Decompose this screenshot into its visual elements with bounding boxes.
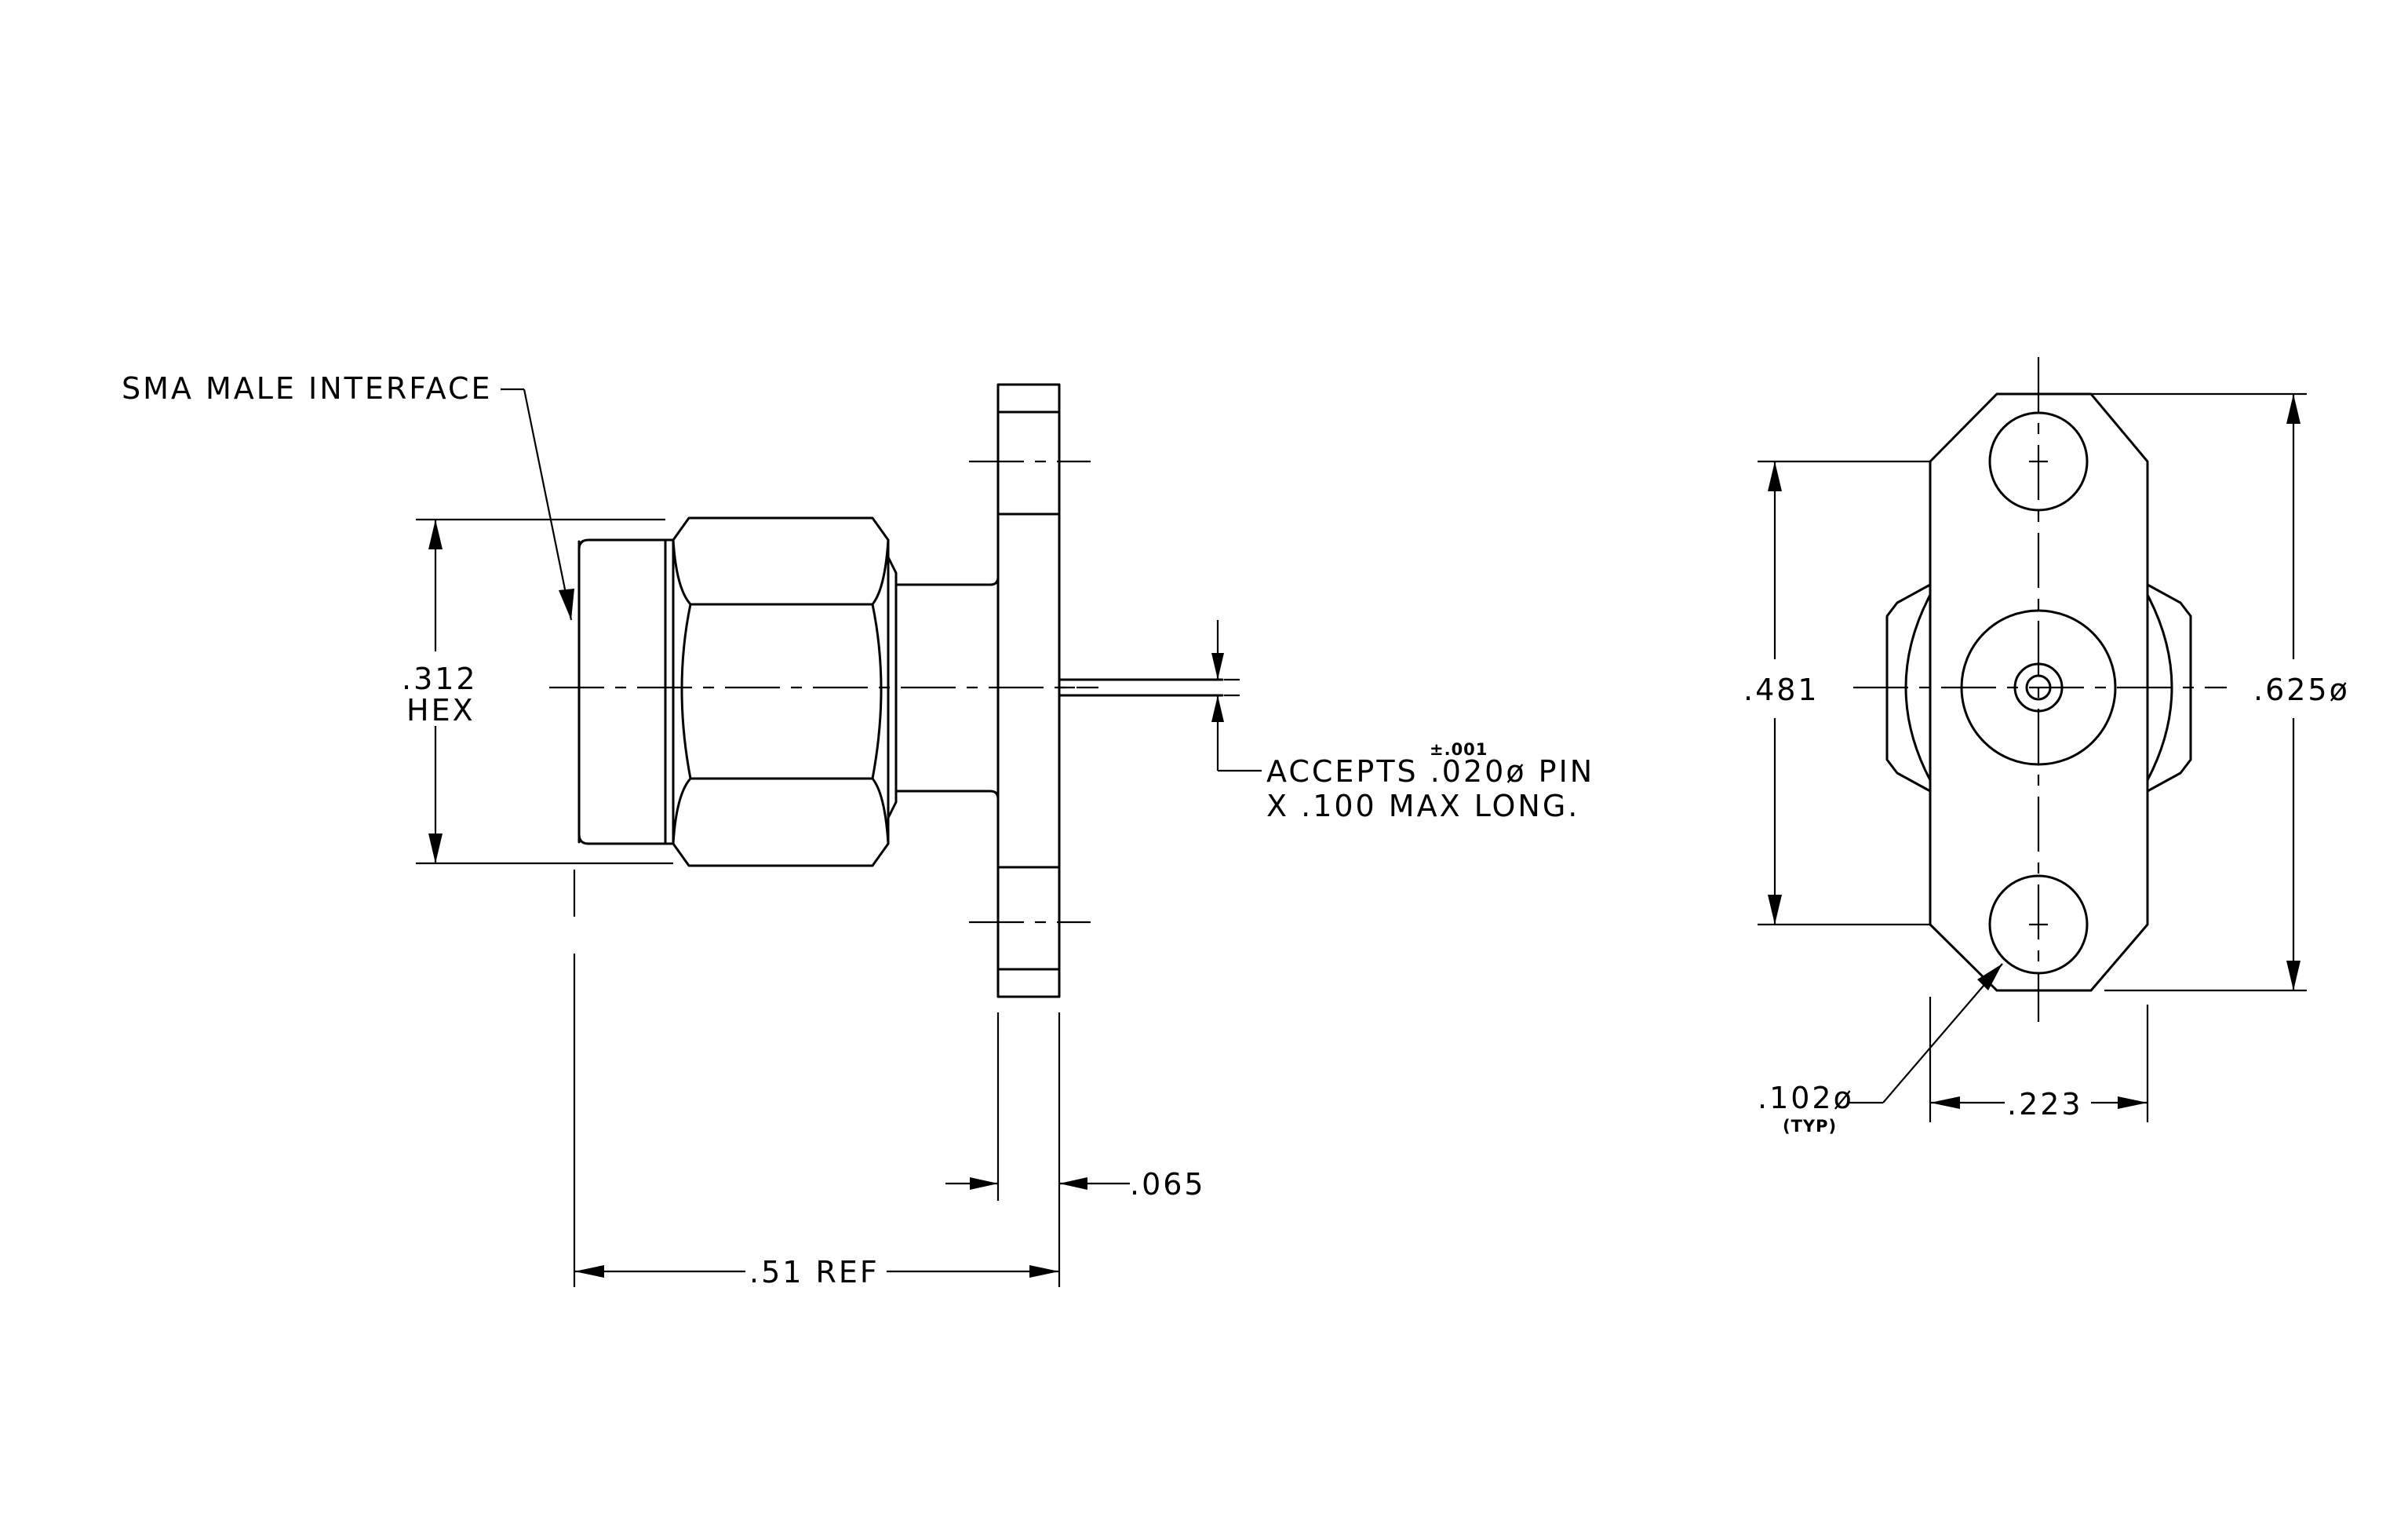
hex-value-label: .312	[402, 662, 478, 696]
connector-body	[887, 556, 898, 819]
hole-typ-label: (TYP)	[1783, 1117, 1837, 1136]
flange-diameter-label: .625ø	[2253, 673, 2350, 707]
accepts-line2: X .100 MAX LONG.	[1266, 789, 1579, 823]
thickness-label: .065	[1130, 1167, 1206, 1202]
flat-width-label: .223	[2007, 1087, 2083, 1122]
top-mounting-hole	[1988, 411, 2089, 512]
hole-spacing-dimension	[1758, 460, 1930, 926]
pin	[1058, 678, 1224, 697]
interface-leader	[501, 388, 574, 621]
hole-diameter-label: .102ø	[1758, 1081, 1854, 1115]
overall-length-label: .51 REF	[749, 1255, 880, 1289]
hole-spacing-label: .481	[1743, 673, 1820, 707]
nut-front-body	[577, 538, 667, 845]
thickness-dimension	[945, 1012, 1130, 1287]
hex-nut	[664, 516, 890, 867]
flat-width-dimension	[1929, 997, 2149, 1122]
pin-dimension	[1211, 620, 1262, 772]
flange-diameter-dimension	[2091, 392, 2307, 992]
overall-length-dimension	[573, 870, 1059, 1287]
hex-dimension	[416, 518, 673, 865]
flange-outline	[1929, 392, 2149, 992]
hole-diameter-leader	[1848, 963, 2003, 1104]
flange-side	[969, 383, 1091, 998]
front-view: .481 .625ø .223 .102ø (TYP)	[1743, 357, 2350, 1136]
pin-tolerance-label: ±.001	[1430, 740, 1488, 759]
side-view: SMA MALE INTERFACE .312 HEX ±.001 ACCEPT…	[122, 371, 1594, 1289]
interface-callout: SMA MALE INTERFACE	[122, 371, 493, 406]
hex-word-label: HEX	[406, 693, 475, 728]
accepts-line1: ACCEPTS .020ø PIN	[1266, 754, 1594, 789]
